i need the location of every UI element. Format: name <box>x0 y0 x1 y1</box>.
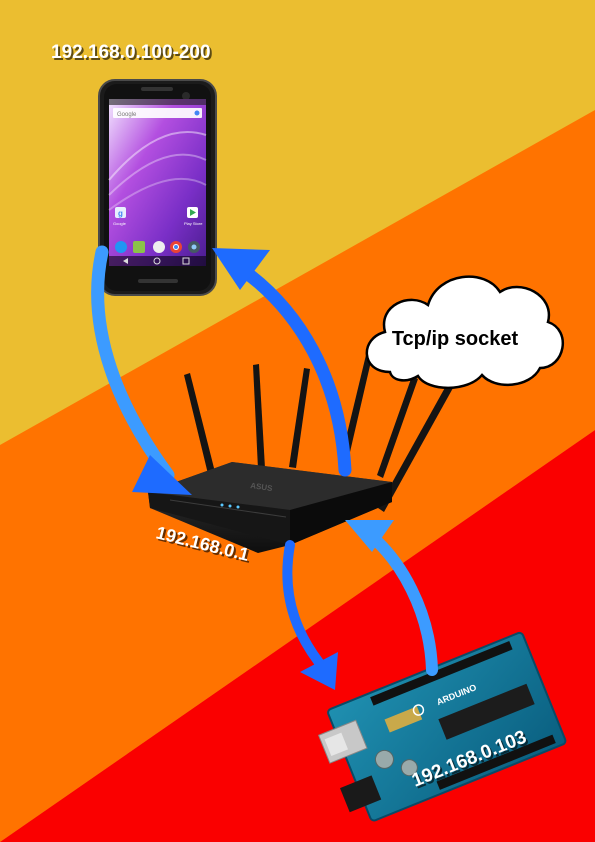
arrow-router-to-phone <box>233 261 352 477</box>
arrow-phone-to-router <box>91 245 175 482</box>
microcontroller-chip <box>438 683 535 740</box>
power-jack <box>339 775 382 813</box>
cloud-label: Tcp/ip socket <box>392 328 519 350</box>
router-led <box>220 503 224 507</box>
arrow-arduino-to-router <box>364 529 438 676</box>
phone-ip-label: 192.168.0.100-200 <box>51 42 211 63</box>
header-pins-top <box>370 641 513 706</box>
header-pins-bottom <box>436 734 556 790</box>
messages-icon <box>133 241 145 253</box>
phone-search-text: Google <box>117 112 137 118</box>
phone-icon <box>115 241 127 253</box>
router: ASUS <box>148 355 453 553</box>
connection-arrows <box>91 245 438 690</box>
tcp-ip-cloud: Tcp/ip socket <box>365 275 564 390</box>
recents-button-icon <box>182 257 190 265</box>
phone-screen <box>109 99 206 266</box>
app-label-play-store: Play Store <box>184 221 203 226</box>
microphone-icon <box>194 110 200 116</box>
google-app-icon <box>115 207 126 218</box>
router-antennas <box>184 355 453 512</box>
phone-search-bar <box>113 108 202 118</box>
svg-text:g: g <box>118 209 123 218</box>
arduino-board: ARDUINO <box>317 631 567 822</box>
back-button-icon <box>123 258 128 264</box>
smartphone: Google g Google Play Store <box>98 79 217 296</box>
phone-ip-label-shadow: 192.168.0.100-200 <box>53 44 213 65</box>
router-brand-logo: ASUS <box>250 481 274 493</box>
apps-icon <box>153 241 165 253</box>
app-label-google: Google <box>113 221 127 226</box>
home-button-icon <box>153 257 161 265</box>
phone-dock <box>115 241 200 253</box>
arrow-router-to-arduino <box>282 540 330 675</box>
